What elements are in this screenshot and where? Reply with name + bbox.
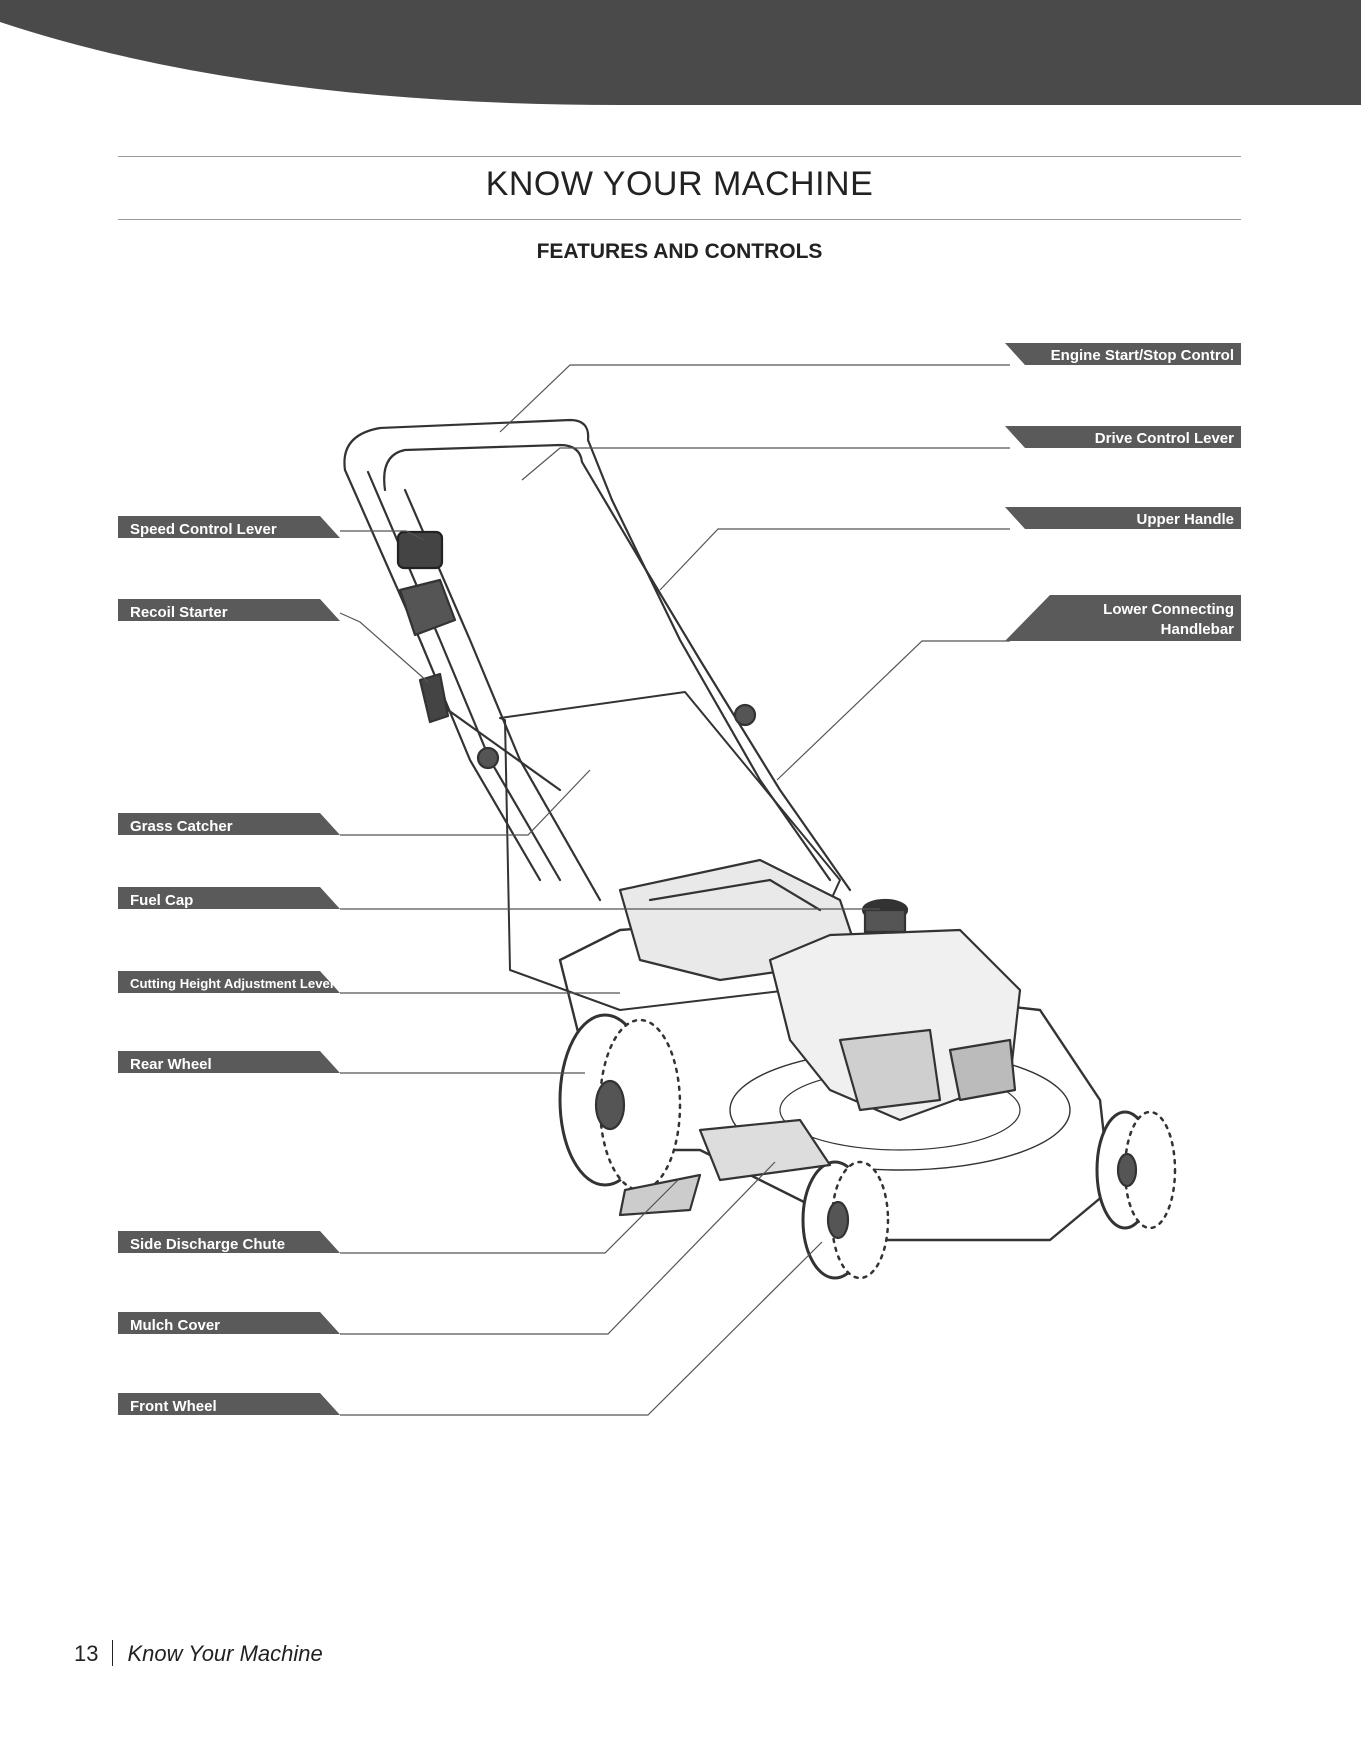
callout-drive-control-lever: Drive Control Lever: [1005, 426, 1241, 448]
callout-label: Rear Wheel: [130, 1056, 212, 1073]
callout-label: Lower Connecting: [1103, 601, 1234, 618]
callout-speed-control-lever: Speed Control Lever: [118, 516, 340, 538]
callout-grass-catcher: Grass Catcher: [118, 813, 340, 835]
callout-label: Grass Catcher: [130, 818, 233, 835]
callout-label: Recoil Starter: [130, 604, 228, 621]
callout-label: Handlebar: [1161, 621, 1235, 638]
right-callouts: Engine Start/Stop Control Drive Control …: [1005, 343, 1241, 641]
callout-cutting-height-adjustment-lever: Cutting Height Adjustment Lever: [118, 971, 340, 993]
callout-front-wheel: Front Wheel: [118, 1393, 340, 1415]
callout-label: Side Discharge Chute: [130, 1236, 285, 1253]
footer-section-label: Know Your Machine: [127, 1641, 322, 1666]
callout-label: Cutting Height Adjustment Lever: [130, 976, 335, 991]
callout-label: Speed Control Lever: [130, 521, 277, 538]
callout-label: Mulch Cover: [130, 1317, 220, 1334]
callout-side-discharge-chute: Side Discharge Chute: [118, 1231, 340, 1253]
callout-label: Drive Control Lever: [1095, 430, 1234, 447]
mower-illustration: [344, 420, 1175, 1278]
page-footer: 13 Know Your Machine: [74, 1640, 323, 1667]
callout-recoil-starter: Recoil Starter: [118, 599, 340, 621]
callout-label: Upper Handle: [1136, 511, 1234, 528]
callout-engine-start-stop-control: Engine Start/Stop Control: [1005, 343, 1241, 365]
callout-label: Engine Start/Stop Control: [1051, 347, 1234, 364]
callout-rear-wheel: Rear Wheel: [118, 1051, 340, 1073]
callout-mulch-cover: Mulch Cover: [118, 1312, 340, 1334]
callout-upper-handle: Upper Handle: [1005, 507, 1241, 529]
footer-divider: [112, 1640, 113, 1666]
callout-label: Fuel Cap: [130, 892, 193, 909]
callout-fuel-cap: Fuel Cap: [118, 887, 340, 909]
callout-lower-connecting-handlebar: Lower Connecting Handlebar: [1005, 595, 1241, 641]
callout-label: Front Wheel: [130, 1398, 217, 1415]
left-callouts: Speed Control Lever Recoil Starter Grass…: [118, 516, 340, 1415]
page-number: 13: [74, 1641, 98, 1666]
